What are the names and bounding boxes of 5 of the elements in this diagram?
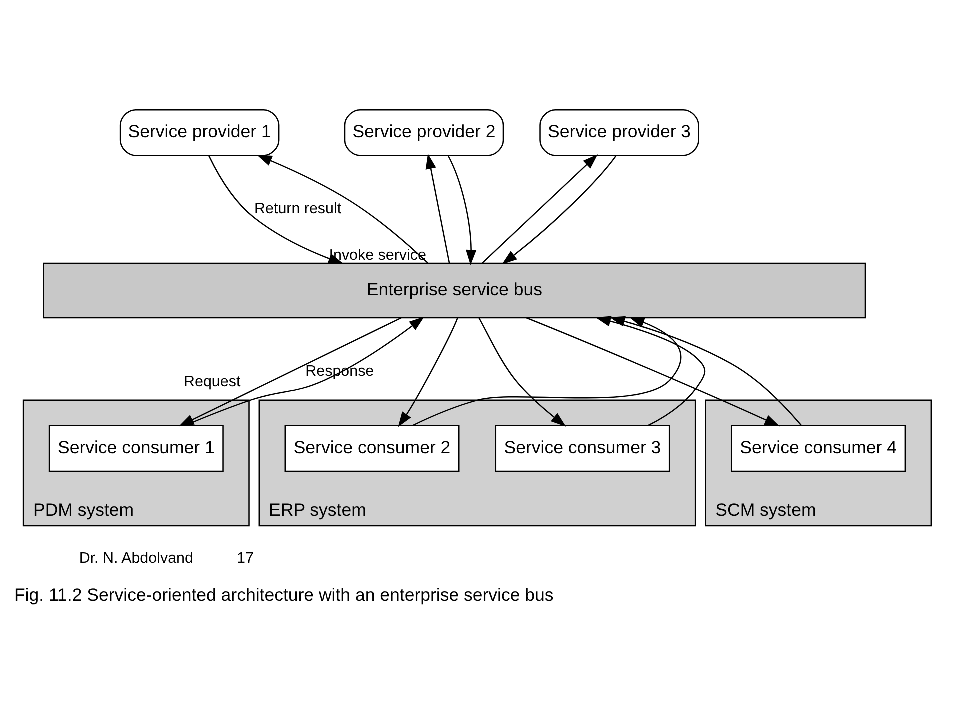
label: 17	[236, 549, 254, 566]
edge-label: Request	[184, 373, 241, 390]
caption: Fig. 11.2 Service-oriented architecture with an enterprise service bus	[14, 584, 554, 605]
label: Dr. N. Abdolvand	[79, 549, 194, 566]
edge-label: Return result	[254, 200, 342, 218]
